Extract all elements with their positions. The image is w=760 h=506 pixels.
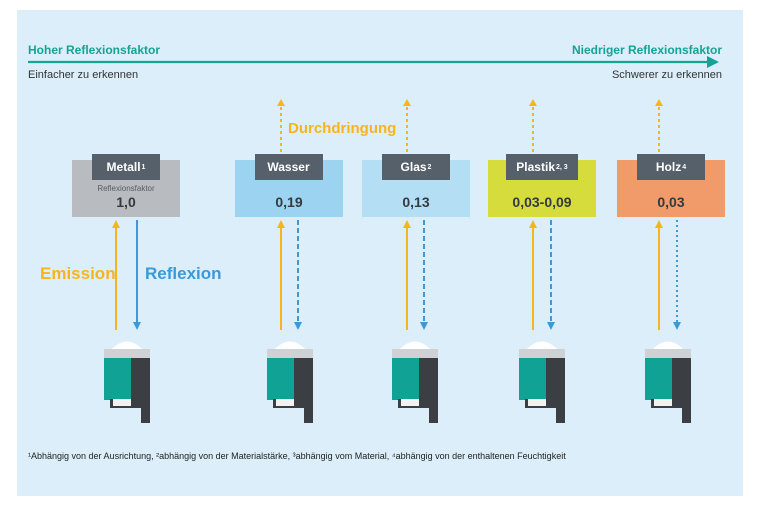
reflection-arrow-wood [673, 220, 681, 330]
sensor-3 [392, 341, 438, 423]
material-value-plastic: 0,03-0,09 [512, 194, 572, 210]
penetration-arrow-wood [655, 99, 663, 152]
material-value-water: 0,19 [275, 194, 303, 210]
emission-arrow-glass [403, 220, 411, 330]
emission-arrow-water [277, 220, 285, 330]
reflection-arrow-glass [420, 220, 428, 330]
reflection-arrow-plastic [547, 220, 555, 330]
emission-arrow-wood [655, 220, 663, 330]
penetration-arrow-glass [403, 99, 411, 152]
scale-arrow-head [707, 56, 719, 68]
reflection-label: Reflexion [145, 264, 222, 283]
material-sup-metal: 1 [141, 163, 146, 171]
material-name-wood: Holz [655, 160, 682, 174]
material-name-water: Wasser [267, 160, 310, 174]
penetration-arrow-water [277, 99, 285, 152]
header-right-title: Niedriger Reflexionsfaktor [571, 43, 722, 57]
reflection-arrow-metal [133, 220, 141, 330]
reflection-factor-caption: Reflexionsfaktor [97, 184, 155, 193]
material-sup-plastic: 2, 3 [556, 163, 568, 171]
sensor-2 [267, 341, 313, 423]
material-sup-glass: 2 [427, 163, 432, 171]
footnote: ¹Abhängig von der Ausrichtung, ²abhängig… [28, 451, 566, 461]
penetration-arrow-plastic [529, 99, 537, 152]
material-sup-wood: 4 [682, 163, 687, 171]
emission-arrow-plastic [529, 220, 537, 330]
sensor-1 [104, 341, 150, 423]
material-value-glass: 0,13 [402, 194, 430, 210]
material-tag-water: Wasser [255, 154, 323, 180]
material-value-metal: 1,0 [116, 194, 136, 210]
header-left-sub: Einfacher zu erkennen [28, 69, 139, 81]
sensor-5 [645, 341, 691, 423]
header-left-title: Hoher Reflexionsfaktor [28, 43, 161, 57]
material-name-plastic: Plastik [516, 160, 555, 174]
emission-label: Emission [40, 264, 116, 283]
reflection-arrow-water [294, 220, 302, 330]
penetration-label: Durchdringung [288, 120, 397, 137]
header-right-sub: Schwerer zu erkennen [611, 69, 722, 81]
material-name-metal: Metall [106, 160, 141, 174]
material-value-wood: 0,03 [657, 194, 685, 210]
material-name-glass: Glas [400, 160, 427, 174]
emission-arrow-metal [112, 220, 120, 330]
sensor-4 [519, 341, 565, 423]
